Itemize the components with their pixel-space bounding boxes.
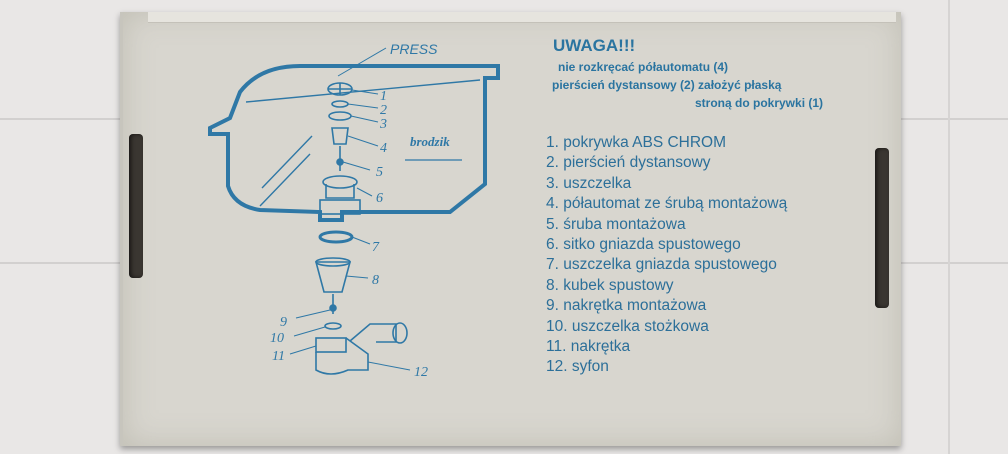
list-item: 11. nakrętka: [546, 338, 631, 356]
part-8-cup: [314, 261, 352, 293]
list-item: 2. pierścień dystansowy: [546, 154, 711, 172]
part-2-ring: [331, 100, 349, 108]
tray-label: brodzik: [410, 134, 450, 149]
list-item: 10. uszczelka stożkowa: [546, 317, 709, 335]
callout-10: 10: [270, 331, 284, 346]
callout-11: 11: [272, 349, 285, 364]
drain-assembly-diagram: brodzik PRESS 1 2 3 4 5: [208, 41, 500, 380]
list-item: 6. sitko gniazda spustowego: [546, 236, 741, 254]
press-label: PRESS: [390, 41, 438, 57]
part-4-popup: [331, 127, 349, 145]
tray-highlight: [259, 153, 311, 207]
box-top-edge: [148, 12, 896, 23]
callout-7: 7: [372, 240, 380, 255]
callout-9: 9: [280, 315, 287, 330]
drain-seat: [319, 199, 361, 215]
shower-tray-outline: [208, 64, 500, 222]
parts-list: 1. pokrywka ABS CHROM 2. pierścień dysta…: [546, 133, 787, 378]
callout-6: 6: [376, 191, 383, 206]
part-5-screw: [336, 158, 344, 166]
list-item: 1. pokrywka ABS CHROM: [546, 134, 727, 151]
warning-line-2: pierścień dystansowy (2) założyć płaską: [552, 78, 782, 92]
part-6-strainer: [322, 175, 358, 189]
list-item: 4. półautomat ze śrubą montażową: [546, 195, 788, 213]
callout-3: 3: [379, 117, 387, 132]
callout-4: 4: [380, 141, 387, 156]
left-handle-slot: [129, 134, 143, 278]
list-item: 3. uszczelka: [546, 174, 632, 192]
tray-highlight: [261, 135, 313, 189]
list-item: 8. kubek spustowy: [546, 276, 674, 294]
part-3-seal: [328, 111, 352, 121]
part-12-siphon: [315, 337, 369, 375]
part-11-nut: [315, 337, 347, 353]
drain-parts: [314, 82, 408, 375]
callout-8: 8: [372, 273, 379, 288]
list-item: 12. syfon: [546, 358, 609, 376]
wall-seam: [948, 0, 950, 454]
tray-rim-line: [245, 79, 481, 103]
callout-12: 12: [414, 365, 428, 380]
list-item: 5. śruba montażowa: [546, 215, 686, 233]
warning-line-1: nie rozkręcać półautomatu (4): [558, 60, 729, 74]
part-9-nut: [329, 304, 337, 312]
list-item: 7. uszczelka gniazda spustowego: [546, 256, 777, 274]
warning-line-3: stroną do pokrywki (1): [695, 96, 824, 110]
warning-title: UWAGA!!!: [553, 36, 636, 55]
callout-5: 5: [376, 165, 383, 180]
callout-2: 2: [380, 103, 387, 118]
list-item: 9. nakrętka montażowa: [546, 297, 707, 315]
cardboard-box: [120, 12, 901, 446]
part-7-seal: [318, 230, 354, 244]
part-10-cone-seal: [324, 322, 342, 330]
right-handle-slot: [875, 148, 889, 308]
callout-1: 1: [380, 89, 387, 104]
